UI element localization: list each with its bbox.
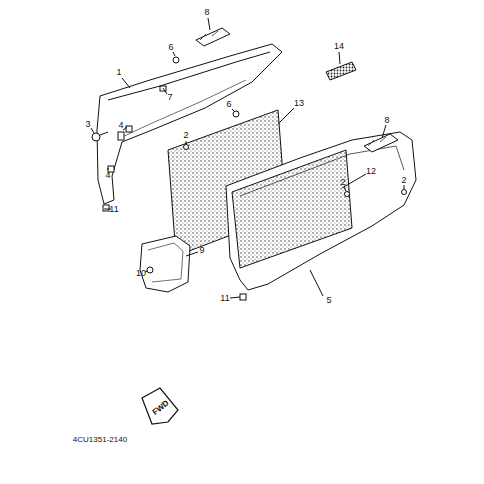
callout-number: 12: [366, 167, 376, 176]
callout-number: 4: [105, 171, 110, 180]
callout-number: 6: [168, 43, 173, 52]
callout-number: 1: [116, 68, 121, 77]
callout-number: 2: [401, 176, 406, 185]
callout-number: 2: [340, 178, 345, 187]
callout-number: 14: [334, 42, 344, 51]
callout-number: 8: [384, 116, 389, 125]
callout-number: 9: [199, 246, 204, 255]
figure-code: 4CU1351-2140: [73, 436, 127, 444]
callout-number: 5: [326, 296, 331, 305]
callout-number: 6: [226, 100, 231, 109]
callout-number: 11: [220, 294, 229, 303]
callout-number: 11: [109, 205, 118, 214]
callout-number: 7: [167, 93, 172, 102]
callout-number: 13: [294, 99, 304, 108]
callout-number: 2: [183, 131, 188, 140]
callout-number: 3: [85, 120, 90, 129]
callout-number: 4: [118, 121, 123, 130]
callout-number: 8: [204, 8, 209, 17]
callout-number: 10: [136, 269, 146, 278]
